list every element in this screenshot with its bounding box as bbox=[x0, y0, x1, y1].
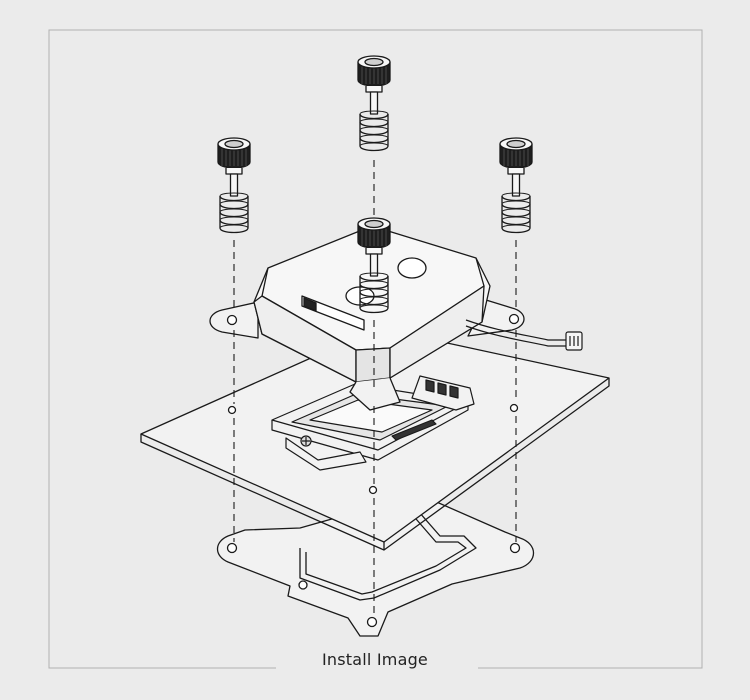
spring-icon bbox=[359, 110, 389, 152]
thumb-screw-icon bbox=[357, 217, 391, 277]
spring-icon bbox=[219, 192, 249, 234]
thumb-screw-icon bbox=[217, 137, 251, 197]
thumb-screw-icon bbox=[499, 137, 533, 197]
alignment-lines bbox=[233, 160, 517, 614]
thumb-screw-icon bbox=[357, 55, 391, 115]
diagram-caption: Install Image bbox=[0, 650, 750, 669]
cpu-socket bbox=[271, 375, 475, 471]
caption-text: Install Image bbox=[276, 650, 474, 669]
cable-connector-icon bbox=[565, 331, 583, 351]
spring-icon bbox=[501, 192, 531, 234]
spring-icon bbox=[359, 272, 389, 314]
backplate bbox=[216, 493, 535, 637]
frame-border bbox=[48, 29, 703, 669]
